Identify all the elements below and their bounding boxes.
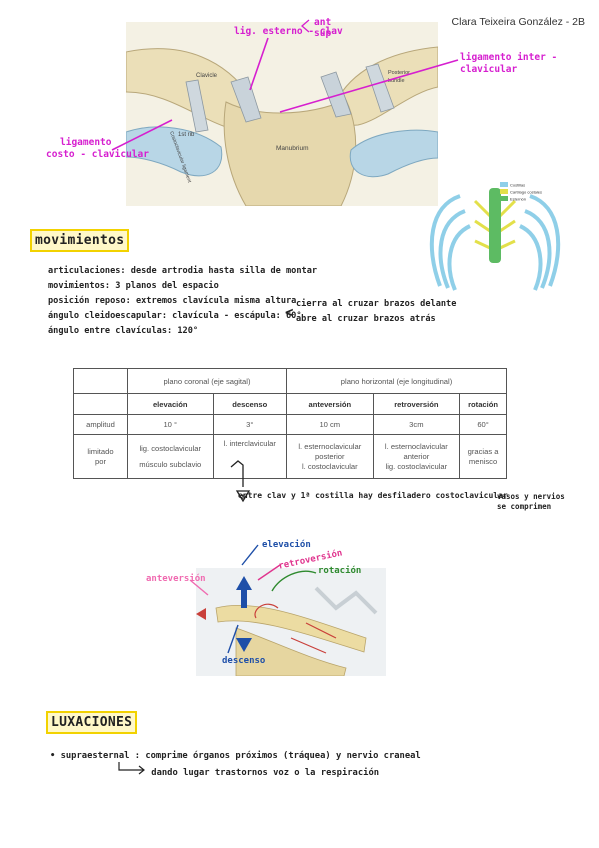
table-row-limitado: limitado por lig. costoclavicular múscul… — [73, 434, 507, 479]
note-articulaciones: articulaciones: desde artrodia hasta sil… — [48, 266, 318, 276]
limitado-elevacion: lig. costoclavicular músculo subclavio — [127, 434, 214, 479]
subheader-corner — [73, 393, 128, 415]
movements-table: plano coronal (eje sagital) plano horizo… — [73, 368, 507, 479]
annotation-arrows — [111, 19, 459, 151]
legend-cartilage: Cartílago costales — [510, 190, 542, 195]
ant-annotation: ant — [314, 17, 332, 28]
label-descenso: descenso — [222, 656, 266, 666]
warning-paren: vasos y nervios se comprimen — [497, 492, 565, 512]
label-anteversion: anteversión — [146, 574, 206, 584]
amplitud-retroversion: 3cm — [372, 414, 461, 435]
brace-symbol: < — [285, 305, 294, 321]
lux-line2: dando lugar trastornos voz o la respirac… — [151, 768, 380, 778]
manubrium-label: Manubrium — [276, 145, 309, 152]
luxaciones-title: LUXACIONES — [46, 711, 138, 734]
amplitud-elevacion: 10 ° — [127, 414, 214, 435]
brace-abre: abre al cruzar brazos atrás — [296, 314, 436, 324]
warning-paren-2: se comprimen — [497, 502, 552, 511]
legend-swatch-cartilage — [500, 189, 508, 194]
luxaciones-notes: • supraesternal : comprime órganos próxi… — [50, 748, 421, 782]
col-retroversion: retroversión — [372, 393, 461, 415]
amplitud-anteversion: 10 cm — [286, 414, 374, 435]
costoclavicular-arrow — [111, 119, 173, 151]
legend-swatch-sternum — [500, 196, 508, 201]
esterno-clav-arrow — [249, 37, 269, 91]
author-name: Clara Teixeira González - 2B — [451, 16, 585, 28]
ligamento-costo-line2: costo - clavicular — [46, 149, 149, 160]
table-corner — [73, 368, 128, 394]
col-descenso: descenso — [212, 393, 288, 415]
ligamento-inter-annotation: ligamento inter - clavicular — [460, 52, 558, 75]
limitado-descenso: l. interclavicular — [212, 434, 288, 479]
descent-arrow-icon — [236, 638, 252, 652]
clavicle-movements-figure — [196, 568, 386, 676]
table-row-amplitud: amplitud 10 ° 3° 10 cm 3cm 60° — [73, 414, 507, 435]
interclavicular-arrow — [279, 59, 459, 113]
first-rib-label: 1st rib — [178, 132, 195, 138]
header-horizontal: plano horizontal (eje longitudinal) — [286, 368, 507, 394]
lux-line1: • supraesternal : comprime órganos próxi… — [50, 751, 421, 761]
note-angulo-cleido: ángulo cleidoescapular: clavícula - escá… — [48, 311, 302, 321]
label-rotacion: rotación — [318, 566, 362, 576]
movement-arrows — [189, 544, 317, 654]
limitado-rotacion: gracias a menisco — [459, 434, 507, 479]
row-label-amplitud: amplitud — [73, 414, 128, 435]
warning-triangle-icon — [235, 490, 251, 503]
posterior-label: Posterior — [388, 70, 410, 76]
ribcage-figure: Costillas Cartílago costales Esternón — [429, 182, 561, 291]
amplitud-rotacion: 60° — [459, 414, 507, 435]
note-movimientos: movimientos: 3 planos del espacio — [48, 281, 219, 291]
note-posicion: posición reposo: extremos clavícula mism… — [48, 296, 297, 306]
label-elevacion: elevación — [262, 540, 311, 550]
col-anteversion: anteversión — [286, 393, 374, 415]
legend-sternum: Esternón — [510, 197, 526, 202]
ligamento-costo-line1: ligamento — [60, 137, 112, 148]
movimientos-title: movimientos — [30, 229, 130, 252]
clavicle-label: Clavicle — [196, 73, 218, 79]
limitado-retroversion: l. esternoclavicular anterior lig. costo… — [372, 434, 461, 479]
col-rotacion: rotación — [459, 393, 507, 415]
legend-swatch-ribs — [500, 182, 508, 187]
limitado-anteversion: l. esternoclavicular posterior l. costoc… — [286, 434, 374, 479]
luxaciones-arrow — [118, 762, 145, 775]
bundle-label: bundle — [388, 78, 405, 84]
brace-notes: cierra al cruzar brazos delante abre al … — [296, 297, 456, 327]
sup-annotation: sup — [314, 28, 332, 39]
anteversion-arrow-icon — [196, 608, 206, 620]
warning-paren-1: vasos y nervios — [497, 492, 565, 501]
brace-cierra: cierra al cruzar brazos delante — [296, 299, 457, 309]
sternoclavicular-anatomy-figure: Clavicle Costoclavicular ligament 1st ri… — [126, 22, 438, 206]
warning-arrow: ! — [230, 460, 251, 503]
note-angulo-clav: ángulo entre clavículas: 120° — [48, 326, 199, 336]
warning-text: entre clav y 1ª costilla hay desfiladero… — [238, 491, 508, 500]
amplitud-descenso: 3° — [212, 414, 288, 435]
movimientos-notes: articulaciones: desde artrodia hasta sil… — [48, 264, 317, 339]
row-label-limitado: limitado por — [73, 434, 128, 479]
legend-ribs: Costillas — [510, 183, 525, 188]
svg-text:!: ! — [242, 494, 245, 501]
elevation-arrow-icon — [236, 576, 252, 590]
lig-esterno-clav-annotation: lig. esterno - clav — [234, 26, 343, 37]
header-coronal: plano coronal (eje sagital) — [126, 368, 288, 394]
ant-sup-bracket — [301, 19, 310, 33]
col-elevacion: elevación — [127, 393, 214, 415]
